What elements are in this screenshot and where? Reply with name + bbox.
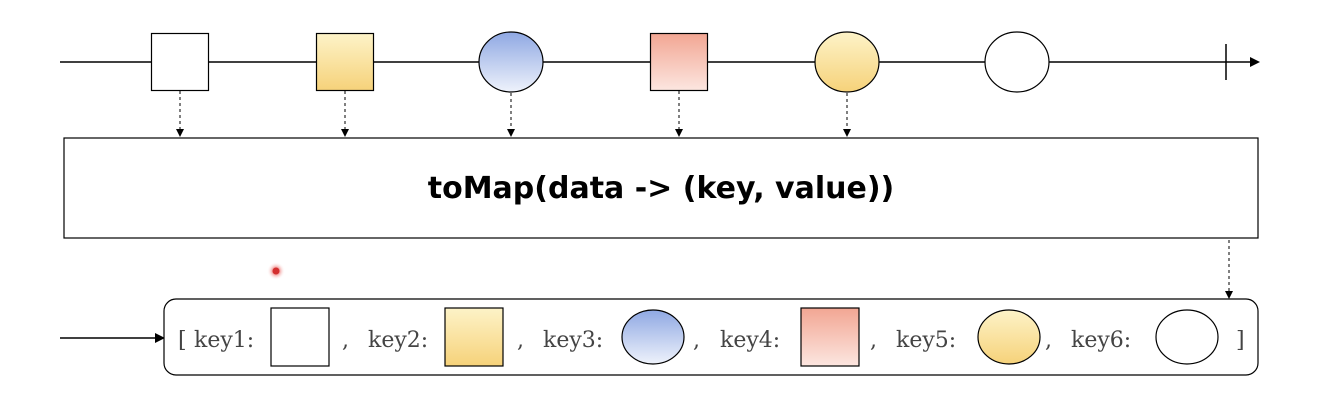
emission-item-2 xyxy=(315,32,375,92)
emission-item-3 xyxy=(478,31,544,93)
result-key-5: key5: xyxy=(896,328,956,353)
operator-box: toMap(data -> (key, value)) xyxy=(63,137,1259,239)
result-key-3: key3: xyxy=(543,328,603,353)
result-item-6 xyxy=(1155,309,1219,365)
result-separator: , xyxy=(1045,328,1052,353)
result-arrowhead-icon xyxy=(155,333,165,343)
result-separator: , xyxy=(517,328,524,353)
result-key-2: key2: xyxy=(368,328,428,353)
result-key-6: key6: xyxy=(1071,328,1131,353)
arrowhead-down-icon xyxy=(507,129,515,137)
result-item-2 xyxy=(444,307,504,367)
emission-items xyxy=(150,31,1050,93)
arrowhead-down-icon xyxy=(843,129,851,137)
arrowhead-down-icon xyxy=(1225,291,1233,299)
result-open-bracket: [ xyxy=(178,328,187,353)
result-item-1 xyxy=(270,307,330,367)
emission-item-6 xyxy=(984,31,1050,93)
emission-item-4 xyxy=(649,32,709,92)
result-key-4: key4: xyxy=(720,328,780,353)
result-item-3 xyxy=(621,309,685,365)
cursor-marker xyxy=(267,262,285,280)
emission-item-1 xyxy=(150,32,210,92)
result-item-5 xyxy=(977,309,1041,365)
result-separator: , xyxy=(870,328,877,353)
arrowhead-down-icon xyxy=(675,129,683,137)
output-arrow xyxy=(1225,240,1233,299)
operator-label: toMap(data -> (key, value)) xyxy=(428,171,895,206)
emission-item-5 xyxy=(814,31,880,93)
result-separator: , xyxy=(342,328,349,353)
timeline-arrowhead-icon xyxy=(1250,57,1260,67)
input-arrows xyxy=(176,91,851,137)
result-close-bracket: ] xyxy=(1236,328,1245,353)
arrowhead-down-icon xyxy=(176,129,184,137)
result-separator: , xyxy=(693,328,700,353)
result-entries: key1:, key2:, key3:, key4:, key5:, key6: xyxy=(194,307,1219,367)
result-item-4 xyxy=(800,307,860,367)
result-key-1: key1: xyxy=(194,328,254,353)
result-map-box xyxy=(163,298,1259,376)
result-timeline: [ key1:, key2:, key3:, key4:, key5:, key6: ] xyxy=(60,298,1259,376)
arrowhead-down-icon xyxy=(341,129,349,137)
